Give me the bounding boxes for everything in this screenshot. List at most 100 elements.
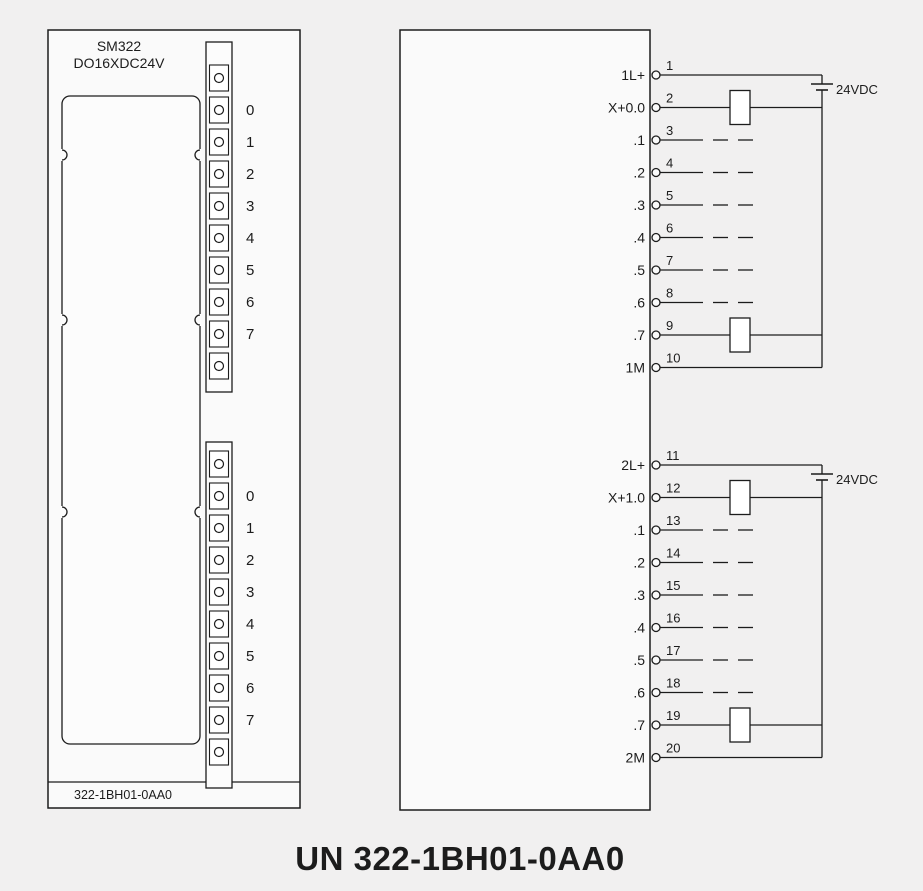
terminal-circle — [651, 590, 661, 600]
terminal-circle — [651, 167, 661, 178]
panel-notch — [194, 149, 201, 161]
terminal-pin-number: 15 — [666, 578, 680, 593]
terminal-connection-diagram: 1L+1X+0.02.13.24.35.46.57.68.791M1024VDC… — [399, 29, 878, 811]
led-lamp — [213, 682, 225, 694]
terminal-label: .5 — [633, 262, 645, 278]
terminal-circle — [651, 200, 661, 210]
terminal-pin-number: 20 — [666, 741, 680, 756]
terminal-pin-number: 14 — [666, 546, 680, 561]
module-title: SM322 — [97, 38, 142, 54]
led-channel-label: 1 — [246, 134, 254, 151]
terminal-circle — [651, 557, 661, 568]
terminal-pin-number: 4 — [666, 156, 673, 171]
terminal-pin-number: 8 — [666, 286, 673, 301]
wiring-box — [399, 29, 651, 811]
panel-notch — [61, 149, 68, 161]
led-channel-label: 7 — [246, 712, 254, 729]
led-channel-label: 2 — [246, 552, 254, 569]
led-channel-label: 7 — [246, 326, 254, 343]
terminal-label: 2M — [626, 750, 645, 766]
terminal-circle — [651, 70, 661, 80]
terminal-label: .3 — [633, 197, 645, 213]
supply-voltage-label: 24VDC — [836, 472, 878, 487]
load-box — [729, 479, 751, 516]
panel-notch — [61, 314, 68, 326]
terminal-circle — [651, 135, 661, 145]
terminal-pin-number: 5 — [666, 188, 673, 203]
led-channel-label: 5 — [246, 262, 254, 279]
terminal-circle — [651, 687, 661, 698]
terminal-circle — [651, 330, 661, 340]
led-lamp — [213, 650, 225, 662]
terminal-label: .7 — [633, 717, 645, 733]
terminal-pin-number: 9 — [666, 318, 673, 333]
led-lamp — [213, 618, 225, 630]
led-channel-label: 6 — [246, 680, 254, 697]
led-lamp — [213, 554, 225, 566]
terminal-label: .1 — [633, 522, 645, 538]
wiring-rows: 1L+1X+0.02.13.24.35.46.57.68.791M1024VDC… — [608, 58, 878, 766]
led-lamp — [213, 104, 225, 116]
terminal-label: X+1.0 — [608, 490, 645, 506]
terminal-label: .3 — [633, 587, 645, 603]
led-channel-label: 0 — [246, 488, 254, 505]
terminal-circle — [651, 622, 661, 633]
led-channel-label: 6 — [246, 294, 254, 311]
terminal-circle — [651, 102, 661, 113]
led-lamp — [213, 72, 225, 84]
module-order-number: 322-1BH01-0AA0 — [74, 788, 172, 802]
panel-notch — [61, 506, 68, 518]
terminal-circle — [651, 460, 661, 470]
led-channel-label: 1 — [246, 520, 254, 537]
panel-notch — [194, 314, 201, 326]
led-channel-label: 5 — [246, 648, 254, 665]
led-channel-label: 4 — [246, 230, 254, 247]
terminal-label: .1 — [633, 132, 645, 148]
terminal-pin-number: 13 — [666, 513, 680, 528]
supply-voltage-label: 24VDC — [836, 82, 878, 97]
terminal-circle — [651, 720, 661, 730]
page-caption: UN 322-1BH01-0AA0 — [295, 840, 624, 877]
terminal-circle — [651, 362, 661, 373]
terminal-label: .4 — [633, 230, 645, 246]
terminal-label: 1L+ — [621, 67, 645, 83]
terminal-circle — [651, 655, 661, 665]
led-channel-label: 0 — [246, 102, 254, 119]
led-lamp — [213, 522, 225, 534]
terminal-label: .4 — [633, 620, 645, 636]
module-type-label: DO16XDC24V — [73, 55, 165, 71]
led-lamp — [213, 746, 225, 758]
led-channel-label: 3 — [246, 584, 254, 601]
terminal-circle — [651, 752, 661, 763]
terminal-circle — [651, 492, 661, 503]
led-lamp — [213, 586, 225, 598]
terminal-pin-number: 12 — [666, 481, 680, 496]
module-front-view: SM322 DO16XDC24V 322-1BH01-0AA0 — [47, 29, 301, 809]
terminal-label: 1M — [626, 360, 645, 376]
led-lamp — [213, 264, 225, 276]
terminal-circle — [651, 297, 661, 308]
led-channel-label: 2 — [246, 166, 254, 183]
terminal-pin-number: 10 — [666, 351, 680, 366]
load-box — [729, 317, 751, 353]
terminal-circle — [651, 265, 661, 275]
terminal-label: .2 — [633, 165, 645, 181]
led-lamp — [213, 232, 225, 244]
terminal-pin-number: 18 — [666, 676, 680, 691]
terminal-circle — [651, 232, 661, 243]
led-lamp — [213, 168, 225, 180]
led-channel-label: 3 — [246, 198, 254, 215]
led-lamp — [213, 328, 225, 340]
load-box — [729, 89, 751, 126]
panel-notch — [194, 506, 201, 518]
terminal-label: .6 — [633, 685, 645, 701]
terminal-pin-number: 3 — [666, 123, 673, 138]
led-lamp — [213, 360, 225, 372]
terminal-label: .6 — [633, 295, 645, 311]
terminal-pin-number: 6 — [666, 221, 673, 236]
led-lamp — [213, 136, 225, 148]
terminal-label: X+0.0 — [608, 100, 645, 116]
led-lamp — [213, 714, 225, 726]
